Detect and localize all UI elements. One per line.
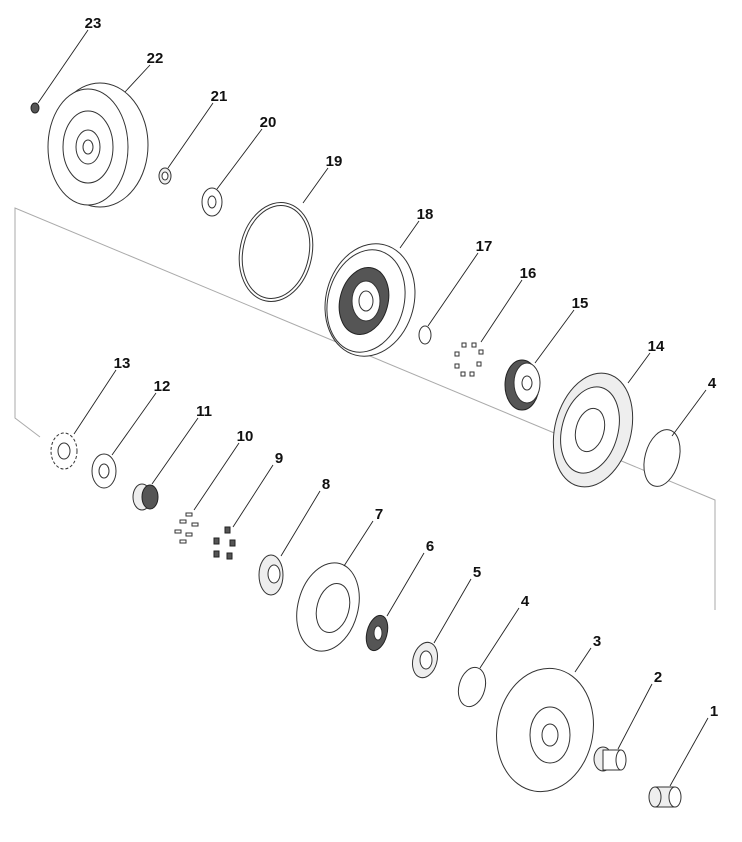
part-18-piston [324, 243, 416, 357]
part-13-thrust-washer [50, 432, 78, 470]
callout-1: 1 [710, 703, 718, 720]
callout-5: 5 [473, 564, 481, 581]
callout-10: 10 [237, 428, 254, 445]
part-14-turbine [552, 372, 634, 488]
callout-6: 6 [426, 538, 434, 555]
callout-8: 8 [322, 476, 330, 493]
callout-2: 2 [654, 669, 662, 686]
callout-4-lower: 4 [521, 593, 530, 610]
callout-21: 21 [211, 88, 228, 105]
part-7-stator [296, 562, 360, 652]
part-4-snap-ring-upper [643, 429, 681, 487]
callout-16: 16 [520, 265, 537, 282]
part-2-hub [593, 746, 627, 772]
part-4-snap-ring-lower [457, 666, 487, 708]
leader-lines [37, 29, 709, 787]
part-20-washer [201, 187, 223, 217]
callout-18: 18 [417, 206, 434, 223]
callout-3: 3 [593, 633, 601, 650]
callout-9: 9 [275, 450, 283, 467]
part-15-damper-hub [504, 359, 541, 411]
callout-13: 13 [114, 355, 131, 372]
part-23-nut [30, 102, 40, 114]
part-22-cover [47, 82, 149, 208]
callout-22: 22 [147, 50, 164, 67]
part-8-cam [258, 554, 284, 596]
part-16-springs [454, 342, 484, 377]
callout-11: 11 [196, 403, 212, 420]
part-12-thrust-washer [91, 453, 117, 489]
part-19-o-ring [238, 202, 314, 302]
part-3-impeller [496, 667, 594, 793]
callout-4-upper: 4 [708, 375, 717, 392]
callout-20: 20 [260, 114, 277, 131]
callout-19: 19 [326, 153, 343, 170]
part-1-bushing [648, 786, 682, 808]
callout-23: 23 [85, 15, 102, 32]
subassembly-outline [14, 207, 716, 610]
callout-14: 14 [648, 338, 665, 355]
part-11-bearing [132, 483, 159, 511]
part-17-o-ring [418, 325, 432, 345]
part-9-rollers [213, 526, 236, 560]
callout-7: 7 [375, 506, 383, 523]
part-5-thrust-washer [412, 641, 438, 679]
callout-15: 15 [572, 295, 589, 312]
callout-labels: 1 2 3 4 4 5 6 7 8 9 10 11 12 13 14 15 16… [85, 15, 719, 720]
part-6-bearing [365, 614, 389, 652]
part-10-springs [174, 512, 199, 544]
callout-12: 12 [154, 378, 171, 395]
part-21-bushing [158, 167, 172, 185]
callout-17: 17 [476, 238, 493, 255]
